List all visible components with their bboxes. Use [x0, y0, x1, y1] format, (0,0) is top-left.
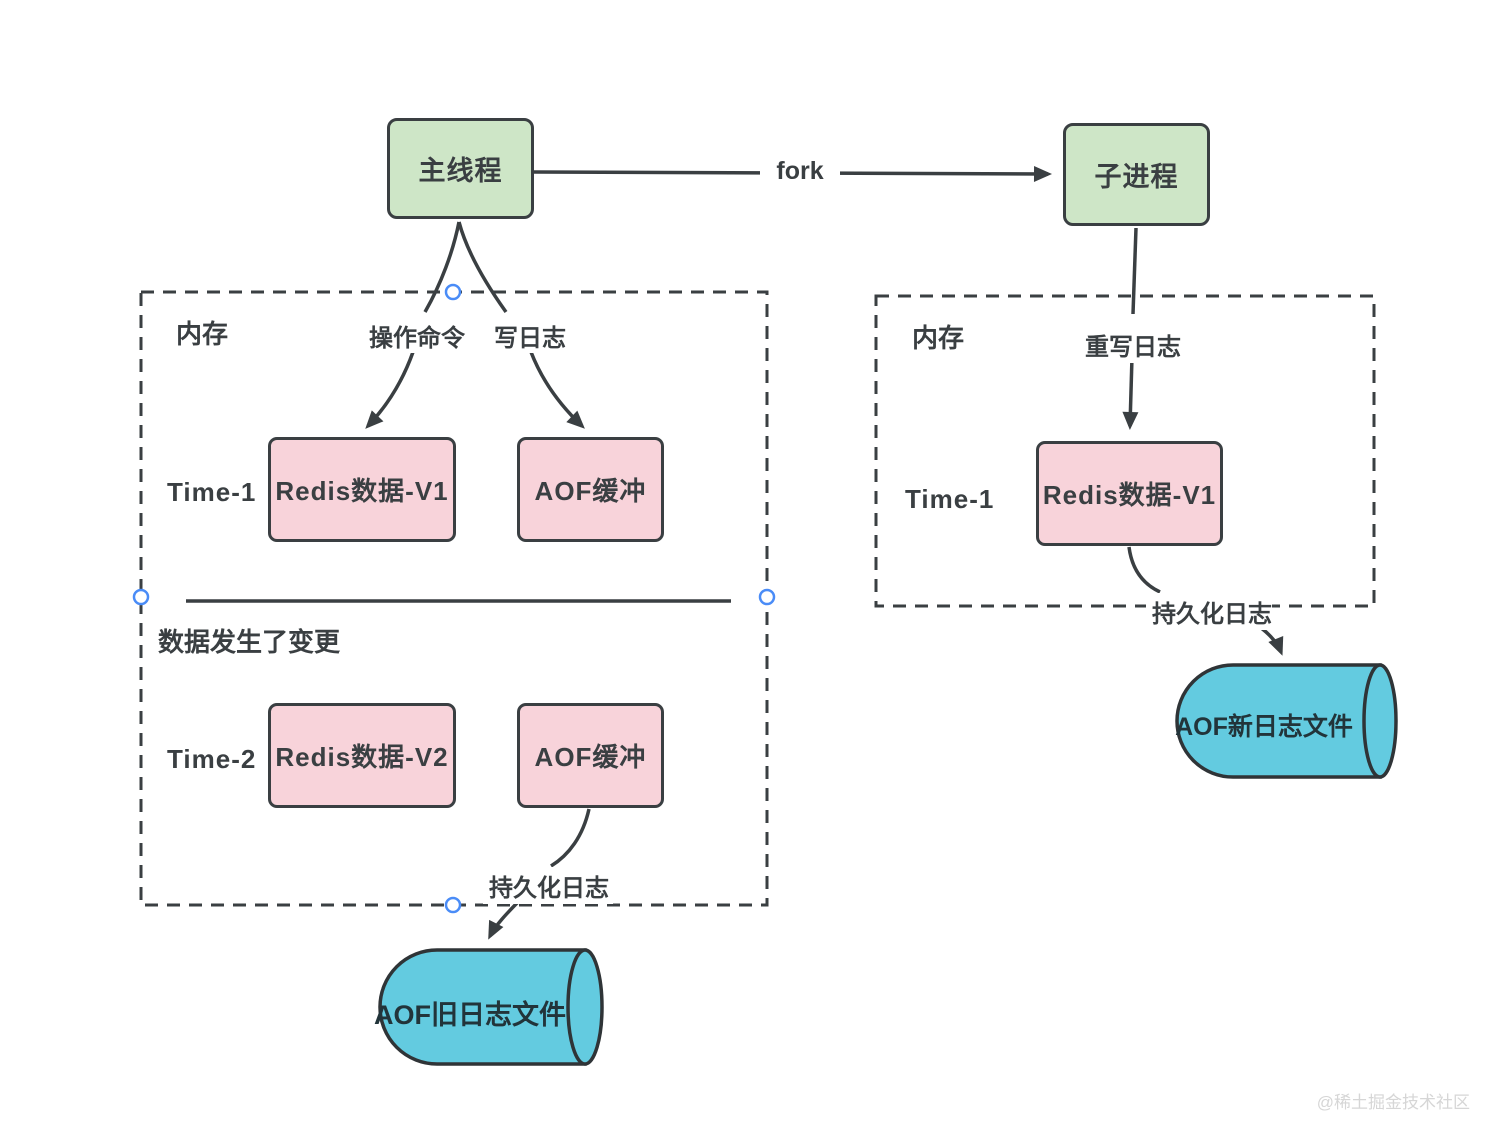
branch-left-curve	[423, 221, 461, 313]
watermark: @稀土掘金技术社区	[1316, 1093, 1470, 1112]
child-process-line	[1131, 227, 1138, 315]
selection-handle-right[interactable]	[758, 588, 776, 606]
selection-handle-bottom[interactable]	[444, 896, 462, 914]
time1-left-label: Time-1	[167, 477, 257, 507]
write-log-arrow	[529, 351, 585, 429]
redis-data-v1-left-node: Redis数据-V1	[268, 437, 456, 542]
time1-right-label: Time-1	[905, 484, 995, 514]
persist-left-label: 持久化日志	[483, 867, 613, 904]
child-process-node: 子进程	[1063, 123, 1210, 226]
old-log-file-cylinder	[378, 948, 604, 1066]
write-log-label: 写日志	[494, 318, 566, 353]
branch-right-curve	[457, 221, 508, 314]
time2-left-label: Time-2	[167, 744, 257, 774]
aof-buffer-1-label: AOF缓冲	[534, 476, 647, 506]
data-changed-note: 数据发生了变更	[158, 627, 341, 657]
rewrite-log-label: 重写日志	[1068, 326, 1198, 363]
op-command-label: 操作命令	[364, 318, 470, 353]
memory-left-title: 内存	[176, 319, 229, 349]
selection-handle-top[interactable]	[444, 283, 462, 301]
aof-buffer-2-node: AOF缓冲	[517, 703, 664, 808]
old-log-file-label: AOF旧日志文件	[374, 1000, 566, 1030]
memory-region-right	[874, 294, 1376, 608]
redis-data-v2-node: Redis数据-V2	[268, 703, 456, 808]
persist-left-curve-top	[550, 808, 591, 868]
persist-right-label: 持久化日志	[1146, 593, 1272, 630]
memory-region-left	[139, 290, 769, 907]
child-process-label: 子进程	[1094, 162, 1179, 192]
aof-buffer-1-node: AOF缓冲	[517, 437, 664, 542]
persist-right-curve-top	[1127, 546, 1161, 594]
aof-buffer-2-label: AOF缓冲	[534, 742, 647, 772]
op-command-arrow	[365, 351, 415, 429]
redis-data-v2-label: Redis数据-V2	[275, 742, 449, 772]
redis-data-v1-right-node: Redis数据-V1	[1036, 441, 1223, 546]
new-log-file-cylinder	[1175, 663, 1398, 779]
memory-right-title: 内存	[912, 323, 965, 353]
main-thread-label: 主线程	[418, 156, 503, 186]
selection-handle-left[interactable]	[132, 588, 150, 606]
redis-data-v1-right-label: Redis数据-V1	[1042, 480, 1217, 510]
rewrite-log-arrow	[1122, 356, 1139, 430]
redis-data-v1-left-label: Redis数据-V1	[275, 476, 449, 506]
new-log-file-label: AOF新日志文件	[1175, 713, 1353, 741]
main-thread-node: 主线程	[387, 118, 534, 219]
fork-label: fork	[760, 156, 840, 187]
